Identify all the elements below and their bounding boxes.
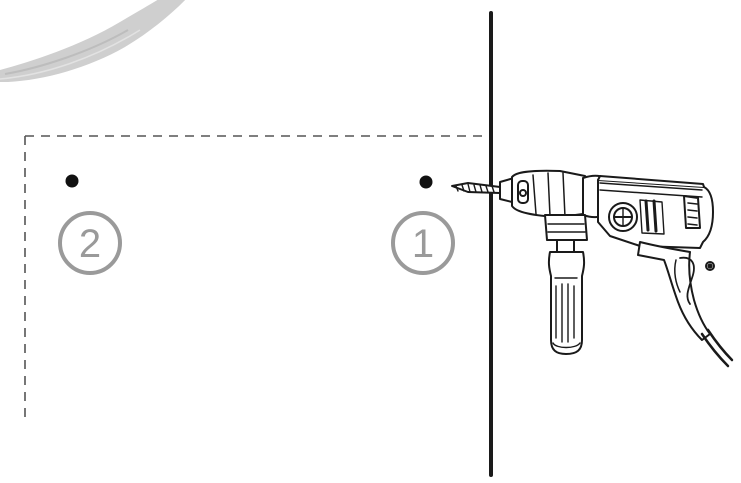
brush-stroke: [0, 0, 186, 82]
dashed-outline: [24, 135, 489, 420]
step-1-badge: 1: [391, 211, 455, 275]
step-2-label: 2: [79, 222, 101, 266]
step-2-badge: 2: [58, 211, 122, 275]
power-drill-icon: [451, 169, 734, 368]
hole-marker-1: [419, 175, 433, 189]
hole-marker-2: [65, 174, 79, 188]
step-1-label: 1: [412, 222, 434, 266]
